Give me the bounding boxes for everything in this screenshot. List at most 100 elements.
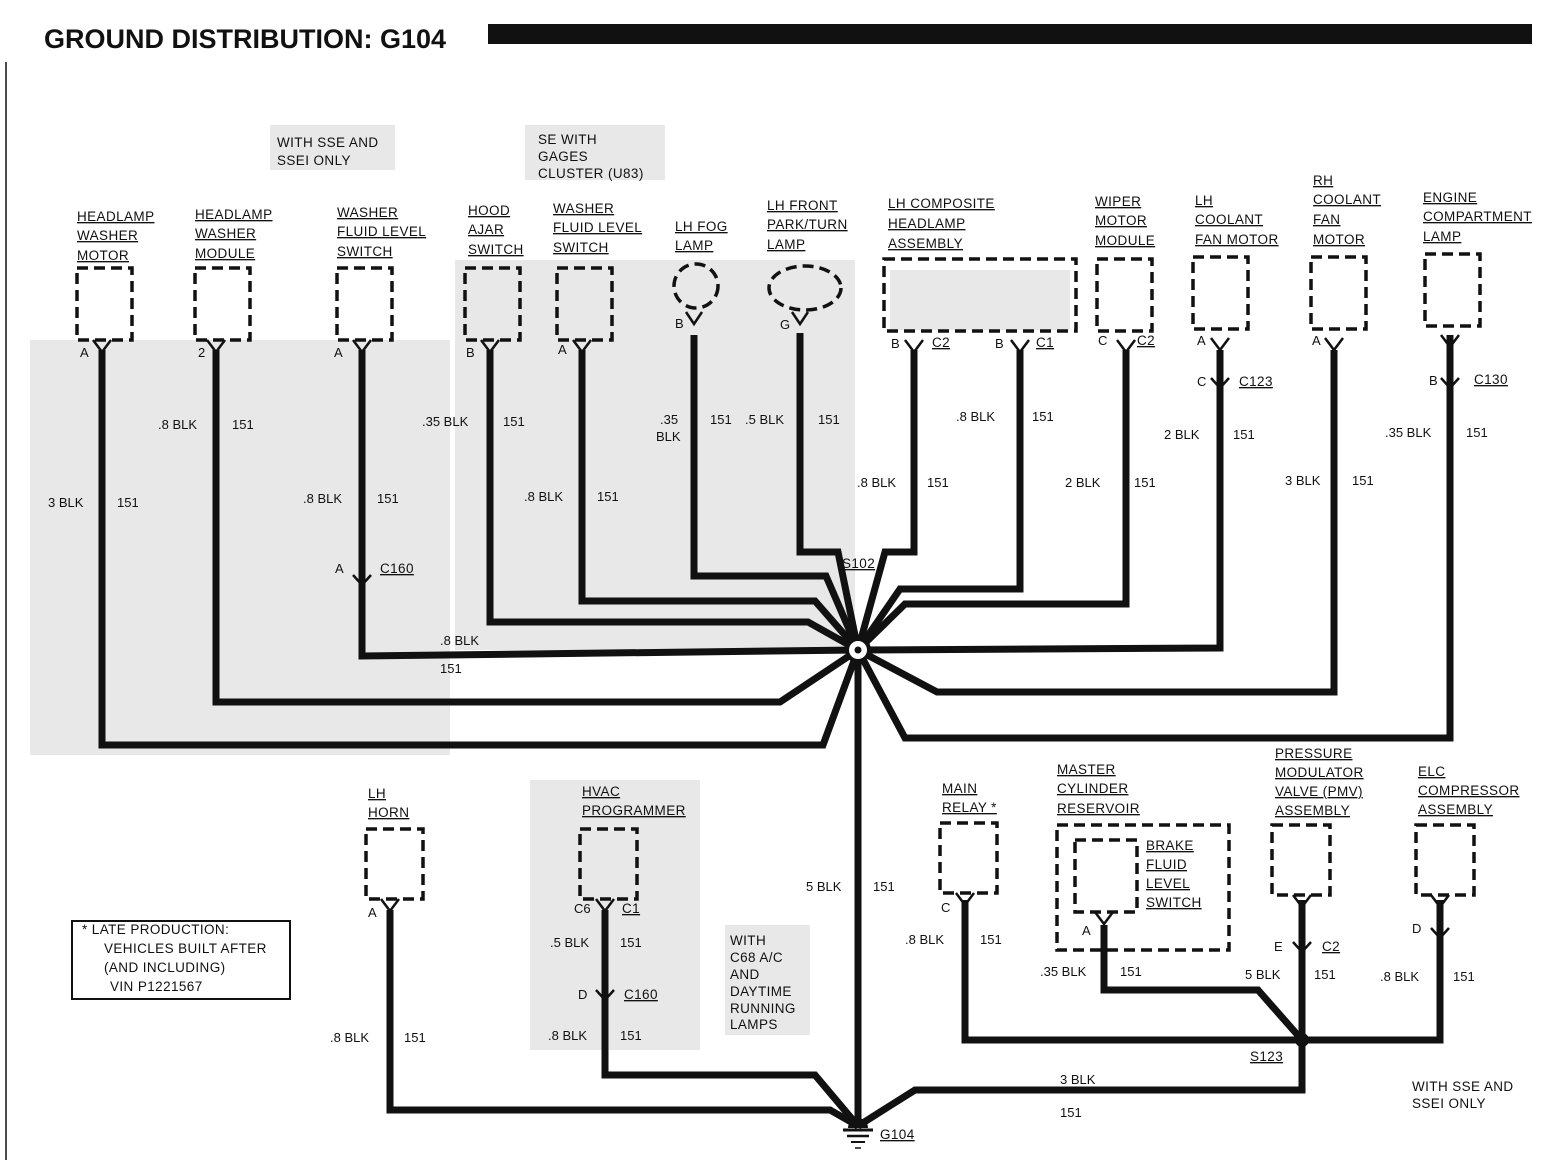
note-se-3: CLUSTER (U83) — [538, 166, 644, 181]
wire-labels: 3 BLK 151 .8 BLK 151 .8 BLK 151 .35 BLK … — [48, 409, 1488, 1120]
wire-gauge: .35 BLK — [1040, 964, 1087, 979]
wire-gauge: 5 BLK — [806, 879, 842, 894]
wire-gauge: .8 BLK — [548, 1028, 587, 1043]
note-c68-6: LAMPS — [730, 1017, 778, 1032]
label-wfl2-3: SWITCH — [553, 240, 609, 255]
label-relay-2: RELAY * — [942, 800, 997, 815]
label-hvac-2: PROGRAMMER — [582, 803, 686, 818]
note-c68-4: DAYTIME — [730, 984, 792, 999]
label-brake-2: FLUID — [1146, 857, 1187, 872]
wire-circuit: 151 — [1134, 475, 1156, 490]
note-sse-bottom-2: SSEI ONLY — [1412, 1096, 1486, 1111]
wire-circuit: 151 — [117, 495, 139, 510]
label-brake-3: LEVEL — [1146, 876, 1190, 891]
note-late-4: VIN P1221567 — [110, 979, 203, 994]
wire-gauge: .8 BLK — [303, 491, 342, 506]
label-hw-module-1: HEADLAMP — [195, 207, 272, 222]
label-wiper-1: WIPER — [1095, 194, 1141, 209]
ground-label-g104: G104 — [880, 1127, 915, 1142]
note-c68-3: AND — [730, 967, 760, 982]
note-late-2: VEHICLES BUILT AFTER — [104, 941, 267, 956]
note-c68-5: RUNNING — [730, 1001, 796, 1016]
label-elc-3: ASSEMBLY — [1418, 802, 1493, 817]
label-rhfan-4: MOTOR — [1313, 232, 1365, 247]
pin-label: A — [1082, 923, 1091, 938]
connector-labels: C2 C1 C2 C123 C130 C160 C1 C160 C2 — [380, 333, 1507, 1002]
wire-circuit: 151 — [620, 1028, 642, 1043]
note-sse-bottom-1: WITH SSE AND — [1412, 1079, 1514, 1094]
label-wfl1-2: FLUID LEVEL — [337, 224, 426, 239]
component-boxes — [75, 252, 1482, 952]
wire-circuit: 151 — [818, 412, 840, 427]
wire-gauge: .8 BLK — [440, 633, 479, 648]
wires — [98, 333, 1454, 1130]
wire-circuit: 151 — [597, 489, 619, 504]
label-lhfan-2: COOLANT — [1195, 212, 1263, 227]
label-hood-3: SWITCH — [468, 242, 524, 257]
pin-label: B — [466, 345, 475, 360]
label-hw-motor-2: WASHER — [77, 228, 138, 243]
wire-gauge: 3 BLK — [1060, 1072, 1096, 1087]
wire-gauge: BLK — [656, 429, 681, 444]
wire-circuit: 151 — [377, 491, 399, 506]
wire-circuit: 151 — [404, 1030, 426, 1045]
wire-circuit: 151 — [620, 935, 642, 950]
wire-circuit: 151 — [927, 475, 949, 490]
pin-label: B — [891, 336, 900, 351]
label-horn-2: HORN — [368, 805, 409, 820]
wire-circuit: 151 — [1352, 473, 1374, 488]
wire-circuit: 151 — [440, 661, 462, 676]
connector-c1: C1 — [1036, 335, 1054, 350]
pin-label: C — [1098, 333, 1107, 348]
connector-c123: C123 — [1239, 374, 1273, 389]
connector-c2: C2 — [932, 335, 950, 350]
wire-circuit: 151 — [1060, 1105, 1082, 1120]
wire-gauge: .5 BLK — [550, 935, 589, 950]
label-eng-1: ENGINE — [1423, 190, 1477, 205]
label-fog-2: LAMP — [675, 238, 713, 253]
pin-label: D — [578, 987, 587, 1002]
label-lhfan-1: LH — [1195, 193, 1213, 208]
splice-label-s102: S102 — [842, 556, 875, 571]
label-rhfan-1: RH — [1313, 173, 1333, 188]
label-rhfan-2: COOLANT — [1313, 192, 1381, 207]
wire-circuit: 151 — [1032, 409, 1054, 424]
label-eng-2: COMPARTMENT — [1423, 209, 1532, 224]
label-hw-module-3: MODULE — [195, 246, 255, 261]
pin-label: A — [1197, 333, 1206, 348]
label-mcyl-1: MASTER — [1057, 762, 1116, 777]
component-labels: HEADLAMP WASHER MOTOR HEADLAMP WASHER MO… — [77, 173, 1532, 910]
pin-label: A — [368, 905, 377, 920]
label-fog-1: LH FOG — [675, 219, 728, 234]
note-late-3: (AND INCLUDING) — [104, 960, 226, 975]
wire-circuit: 151 — [503, 414, 525, 429]
label-horn-1: LH — [368, 786, 386, 801]
wire-gauge: .8 BLK — [158, 417, 197, 432]
wire-gauge: .5 BLK — [745, 412, 784, 427]
pin-label: A — [1312, 333, 1321, 348]
wire-gauge: .35 BLK — [1385, 425, 1432, 440]
note-box — [71, 920, 291, 1000]
label-comp-2: HEADLAMP — [888, 216, 965, 231]
label-park-2: PARK/TURN — [767, 217, 848, 232]
label-pmv-3: VALVE (PMV) — [1275, 784, 1363, 799]
wire-gauge: .8 BLK — [524, 489, 563, 504]
note-c68-1: WITH — [730, 933, 766, 948]
splice-s102 — [845, 637, 871, 663]
pin-label: A — [558, 342, 567, 357]
label-wfl2-2: FLUID LEVEL — [553, 220, 642, 235]
pin-label: A — [334, 345, 343, 360]
note-c68-2: C68 A/C — [730, 950, 783, 965]
label-mcyl-3: RESERVOIR — [1057, 801, 1140, 816]
label-relay-1: MAIN — [942, 781, 977, 796]
pin-label: B — [675, 316, 684, 331]
wire-gauge: 3 BLK — [1285, 473, 1321, 488]
wire-circuit: 151 — [1233, 427, 1255, 442]
label-rhfan-3: FAN — [1313, 212, 1340, 227]
wire-gauge: 3 BLK — [48, 495, 84, 510]
label-mcyl-2: CYLINDER — [1057, 781, 1128, 796]
wire-circuit: 151 — [1120, 964, 1142, 979]
label-eng-3: LAMP — [1423, 229, 1461, 244]
label-hw-module-2: WASHER — [195, 226, 256, 241]
